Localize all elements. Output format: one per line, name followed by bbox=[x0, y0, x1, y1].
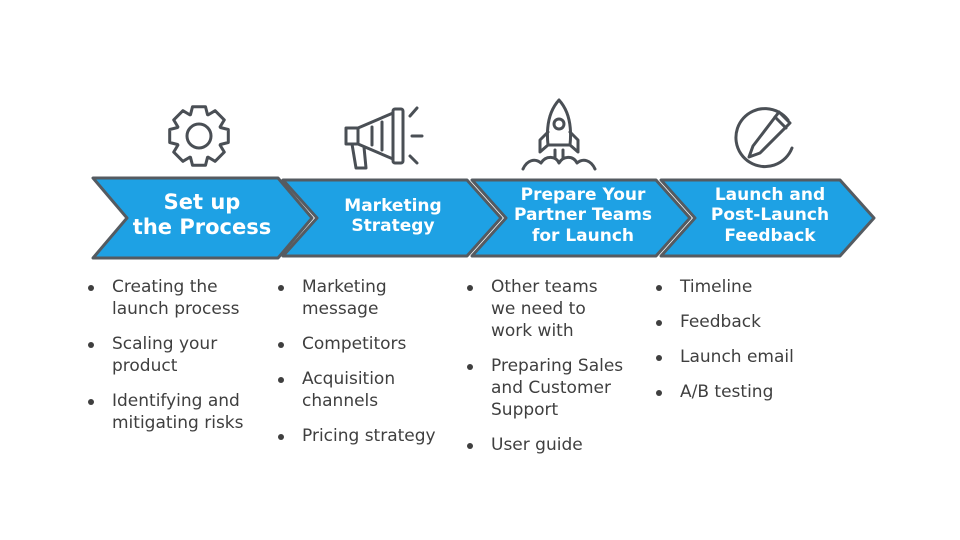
stage-2-title-line: Strategy bbox=[351, 216, 435, 237]
bullet-text: A/B testing bbox=[680, 382, 774, 402]
chevron-stage-1 bbox=[91, 176, 314, 260]
list-item: Competitors bbox=[276, 333, 461, 355]
stage-4-title-line: Feedback bbox=[724, 225, 816, 246]
bullet-text: Pricing strategy bbox=[302, 426, 436, 446]
stage-4-title: Launch and Post-Launch Feedback bbox=[690, 185, 850, 246]
list-item: A/B testing bbox=[654, 381, 839, 403]
list-item: Launch email bbox=[654, 346, 839, 368]
stage-3-title-line: Prepare Your bbox=[520, 185, 646, 205]
chevron-stage-2 bbox=[281, 178, 503, 258]
stage-3-title-line: Partner Teams bbox=[513, 205, 653, 226]
edit-circle-icon bbox=[734, 107, 794, 169]
bullet-text: Feedback bbox=[680, 312, 761, 332]
bullet-text: User guide bbox=[491, 435, 583, 455]
megaphone-icon bbox=[344, 106, 424, 170]
stage-2-title: Marketing Strategy bbox=[313, 196, 473, 237]
stage-3-title: Prepare Your Partner Teams for Launch bbox=[498, 185, 668, 246]
stage-1-title: Set up the Process bbox=[122, 190, 282, 240]
chevron-stage-4 bbox=[659, 178, 876, 258]
list-item: Timeline bbox=[654, 276, 839, 298]
stage-2-title-line: Marketing bbox=[344, 196, 442, 216]
list-item: User guide bbox=[465, 434, 650, 456]
gear-icon bbox=[168, 105, 230, 167]
stage-4-title-line: Post-Launch bbox=[710, 205, 830, 226]
list-item: Feedback bbox=[654, 311, 839, 333]
chevron-stage-3 bbox=[470, 178, 692, 258]
bullet-text: Competitors bbox=[302, 334, 407, 354]
stage-4-title-line: Launch and bbox=[714, 185, 826, 205]
bullet-text: Timeline bbox=[680, 277, 753, 297]
stage-1-title-line: the Process bbox=[132, 215, 272, 240]
bullet-text: Launch email bbox=[680, 347, 794, 367]
list-item: Pricing strategy bbox=[276, 425, 461, 447]
stage-1-title-line: Set up bbox=[163, 190, 241, 214]
stage-4-bullets: Timeline Feedback Launch email A/B testi… bbox=[654, 276, 839, 416]
rocket-icon bbox=[521, 98, 597, 171]
stage-3-title-line: for Launch bbox=[531, 225, 635, 246]
